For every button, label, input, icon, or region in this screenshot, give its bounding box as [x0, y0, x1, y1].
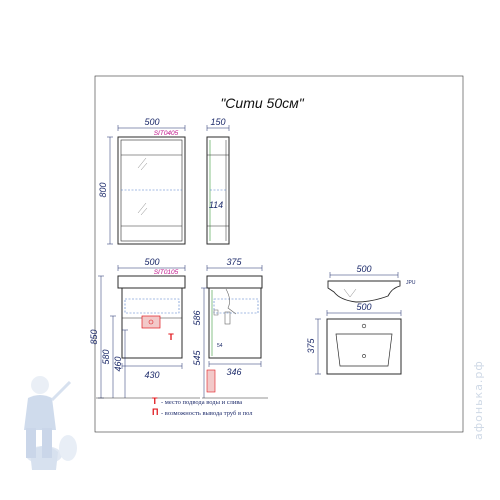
- vanity-54-label: 54: [217, 343, 223, 349]
- vanity-side-view: [201, 265, 268, 399]
- vanity-code-label: SIT0105: [154, 269, 179, 276]
- legend-p-mark: П: [152, 407, 158, 417]
- basin-top-width-label: 500: [356, 302, 371, 312]
- vanity-545-label: 545: [192, 350, 202, 366]
- cabinet-side-view: [206, 125, 230, 245]
- vanity-total-height-label: 850: [89, 329, 99, 344]
- legend: Т - место подвода воды и слива П - возмо…: [152, 396, 253, 417]
- basin-side-tag: JPU: [406, 280, 416, 286]
- cabinet-front-view: [107, 125, 186, 245]
- basin-top-view: [315, 310, 402, 375]
- basin-side-view: [327, 272, 401, 303]
- legend-t-mark: Т: [152, 396, 158, 406]
- vanity-580-label: 580: [101, 349, 111, 364]
- vanity-inner-depth-label: 346: [226, 367, 241, 377]
- drawing-title: "Сити 50см": [220, 95, 304, 111]
- vanity-inner-width-label: 430: [144, 370, 159, 380]
- vanity-460-label: 460: [113, 356, 123, 371]
- basin-top-depth-label: 375: [306, 338, 316, 354]
- plumber-logo: [24, 376, 77, 470]
- vanity-586-label: 586: [192, 310, 202, 325]
- basin-side-width-label: 500: [356, 264, 371, 274]
- legend-p-text: - возможность вывода труб в пол: [161, 410, 253, 417]
- cabinet-depth-label: 150: [210, 117, 225, 127]
- cabinet-height-label: 800: [98, 182, 108, 197]
- vanity-depth-label: 375: [226, 257, 242, 267]
- cabinet-code-label: SIT0405: [154, 130, 179, 137]
- vanity-t-marker: Т: [168, 332, 174, 342]
- drawing-frame: [94, 75, 464, 433]
- watermark-text: афонька.рф: [472, 360, 485, 440]
- legend-t-text: - место подвода воды и слива: [161, 399, 242, 406]
- cabinet-width-label: 500: [144, 117, 159, 127]
- vanity-front-view: [96, 265, 200, 399]
- cabinet-shelf-label: 114: [209, 200, 223, 210]
- vanity-width-label: 500: [144, 257, 159, 267]
